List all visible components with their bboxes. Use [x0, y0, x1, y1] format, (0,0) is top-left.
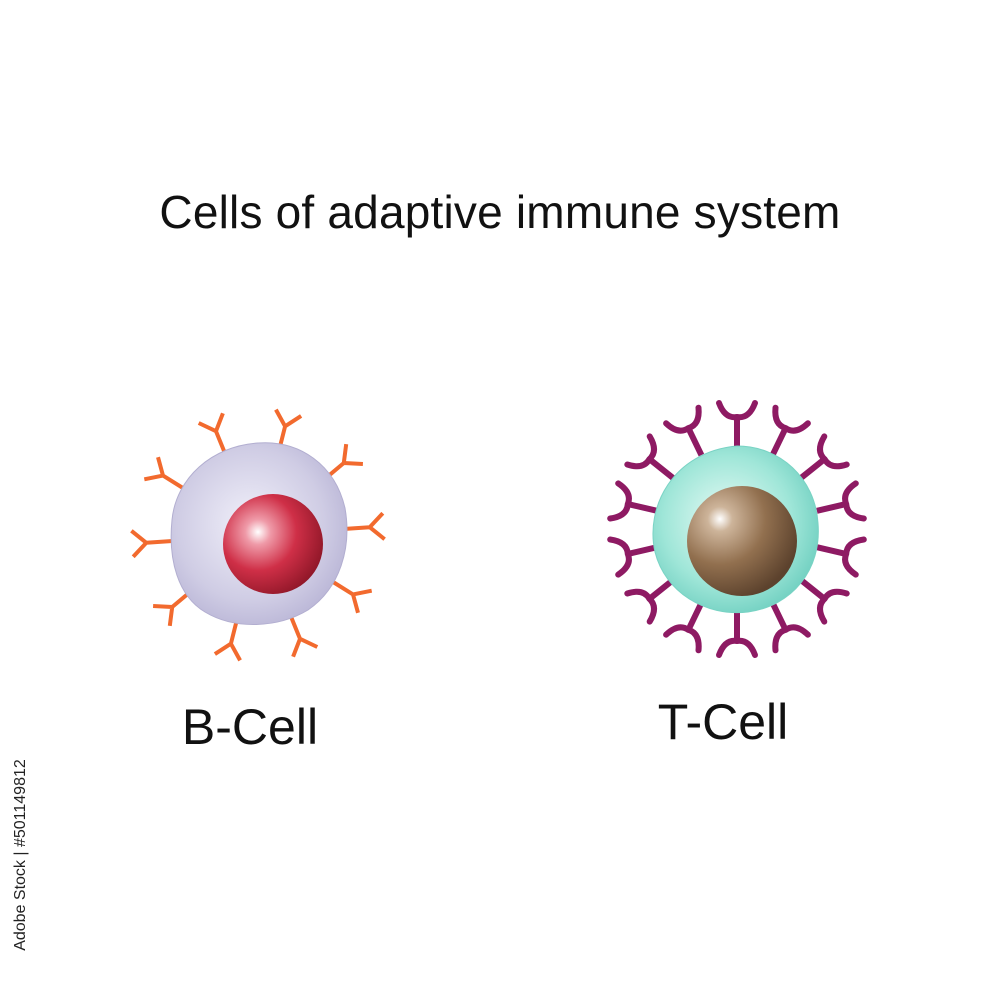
tcr-10 [799, 433, 850, 481]
tcr-12 [816, 536, 867, 578]
diagram-title: Cells of adaptive immune system [159, 186, 841, 238]
tcr-8 [716, 400, 758, 447]
b-cell-label: B-Cell [181, 699, 319, 755]
t-cell-label: T-Cell [657, 694, 789, 750]
tcr-9 [769, 404, 811, 457]
tcr-14 [769, 601, 811, 654]
t-cell-nucleus [687, 486, 797, 596]
tcr-11 [816, 480, 867, 522]
tcr-3 [624, 577, 675, 625]
b-cell-nucleus [223, 494, 323, 594]
b-cell-antibodies [130, 408, 386, 662]
tcr-13 [799, 577, 850, 625]
tcr-2 [663, 601, 705, 654]
tcr-5 [607, 480, 658, 522]
antibody-10 [326, 576, 373, 614]
t-cell-receptors [607, 400, 867, 658]
stock-id-text: Adobe Stock | #501149812 [12, 759, 29, 951]
antibody-4 [130, 529, 177, 559]
stock-id-watermark: Adobe Stock | #501149812 [6, 759, 36, 951]
tcr-1 [716, 611, 758, 658]
tcr-7 [663, 404, 705, 457]
antibody-5 [143, 456, 190, 494]
tcr-4 [607, 536, 658, 578]
tcr-6 [624, 433, 675, 481]
